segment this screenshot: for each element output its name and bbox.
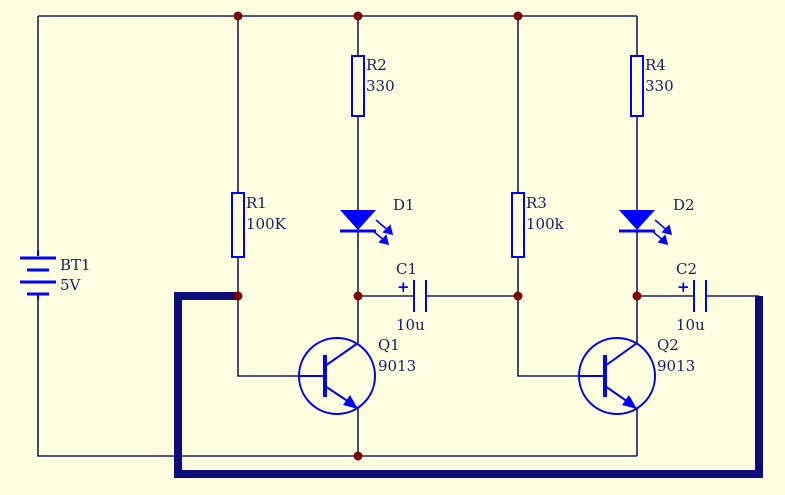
emitter-arrow-icon (622, 395, 637, 409)
junction-dot (233, 11, 243, 21)
c1-polarity: + (397, 278, 410, 296)
q1-value: 9013 (378, 357, 416, 375)
light-arrows-icon (650, 219, 673, 246)
r2-value: 330 (366, 77, 395, 95)
junction-dot (353, 451, 363, 461)
junction-dot (353, 291, 363, 301)
emitter-arrow-icon (343, 395, 358, 409)
resistor-r1: R1 100K (231, 192, 287, 258)
wire-r1-bottom (237, 257, 299, 377)
wire-battery-bottom (37, 300, 637, 457)
capacitor-c1: + C1 10u (396, 260, 427, 334)
led-d2: D2 (619, 196, 695, 246)
c2-value: 10u (676, 316, 705, 334)
capacitor-c2: + C2 10u (676, 260, 707, 334)
resistor-r2: R2 330 (351, 55, 395, 117)
c2-ref: C2 (676, 260, 697, 278)
r4-ref: R4 (645, 56, 666, 74)
d2-ref: D2 (673, 196, 695, 214)
c2-polarity: + (677, 278, 690, 296)
junction-dot (513, 11, 523, 21)
transistor-q2: Q2 9013 (578, 336, 695, 415)
c1-ref: C1 (396, 260, 417, 278)
resistor-r3: R3 100k (511, 192, 565, 258)
r3-value: 100k (526, 215, 565, 233)
wire-r3-bottom (517, 257, 579, 377)
junction-dot (632, 291, 642, 301)
wire-feedback-loop (174, 292, 763, 478)
d1-ref: D1 (393, 196, 415, 214)
r4-value: 330 (645, 77, 674, 95)
r3-ref: R3 (526, 194, 547, 212)
junction-dot (513, 291, 523, 301)
wires (37, 15, 759, 457)
q1-ref: Q1 (378, 336, 400, 354)
r1-ref: R1 (246, 194, 267, 212)
led-d1: D1 (340, 196, 415, 246)
c1-value: 10u (396, 316, 425, 334)
q2-ref: Q2 (657, 336, 679, 354)
junction-dot (353, 11, 363, 21)
battery-bt1: BT1 5V (20, 250, 91, 300)
transistor-q1: Q1 9013 (298, 336, 416, 415)
light-arrows-icon (371, 219, 394, 246)
junction-dot (233, 291, 243, 301)
battery-value: 5V (60, 276, 82, 294)
r1-value: 100K (246, 215, 287, 233)
junctions (233, 11, 642, 461)
q2-value: 9013 (657, 357, 695, 375)
battery-ref: BT1 (60, 256, 91, 274)
resistor-r4: R4 330 (630, 55, 674, 117)
r2-ref: R2 (366, 56, 387, 74)
